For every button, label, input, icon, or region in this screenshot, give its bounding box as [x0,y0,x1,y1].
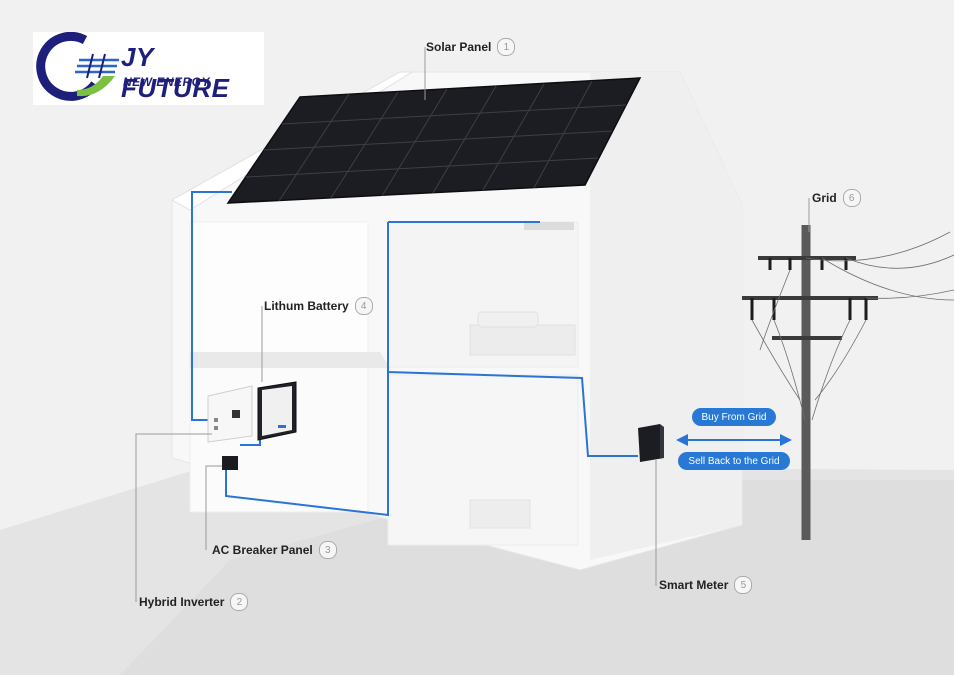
utility-pole [742,225,954,540]
callout-label: Lithum Battery [264,299,349,313]
logo-mark-icon [36,32,119,101]
callout-number: 1 [497,38,516,56]
callout-ac-breaker-panel: AC Breaker Panel 3 [212,541,337,559]
callout-label: Solar Panel [426,40,492,54]
callout-number: 2 [230,593,249,611]
callout-label: Hybrid Inverter [139,595,225,609]
callout-number: 4 [354,297,373,315]
callout-label: Grid [812,191,837,205]
callout-grid: Grid 6 [812,189,861,207]
brand-logo: JY FUTURE NEW ENERGY [33,32,264,105]
logo-wordmark: JY FUTURE [121,42,230,103]
ac-breaker-unit [222,456,238,470]
hybrid-inverter-unit [207,385,253,443]
callout-number: 5 [734,576,753,594]
callout-number: 3 [318,541,337,559]
solar-panel-array [226,77,642,204]
callout-lithium-battery: Lithum Battery 4 [264,297,373,315]
logo-subtitle: NEW ENERGY [123,75,211,89]
power-wires [191,191,638,517]
house [170,71,743,571]
callout-hybrid-inverter: Hybrid Inverter 2 [139,593,249,611]
callout-label: AC Breaker Panel [212,543,313,557]
callout-number: 6 [842,189,861,207]
leader-lines [135,47,810,602]
smart-meter-unit [638,424,664,462]
lithium-battery-unit [257,381,297,441]
callout-label: Smart Meter [659,578,729,592]
sell-to-grid-badge: Sell Back to the Grid [678,452,790,470]
callout-smart-meter: Smart Meter 5 [659,576,753,594]
grid-flow-arrow [676,434,792,446]
buy-from-grid-badge: Buy From Grid [692,408,776,426]
callout-solar-panel: Solar Panel 1 [426,38,516,56]
ground-shadow [120,480,954,675]
